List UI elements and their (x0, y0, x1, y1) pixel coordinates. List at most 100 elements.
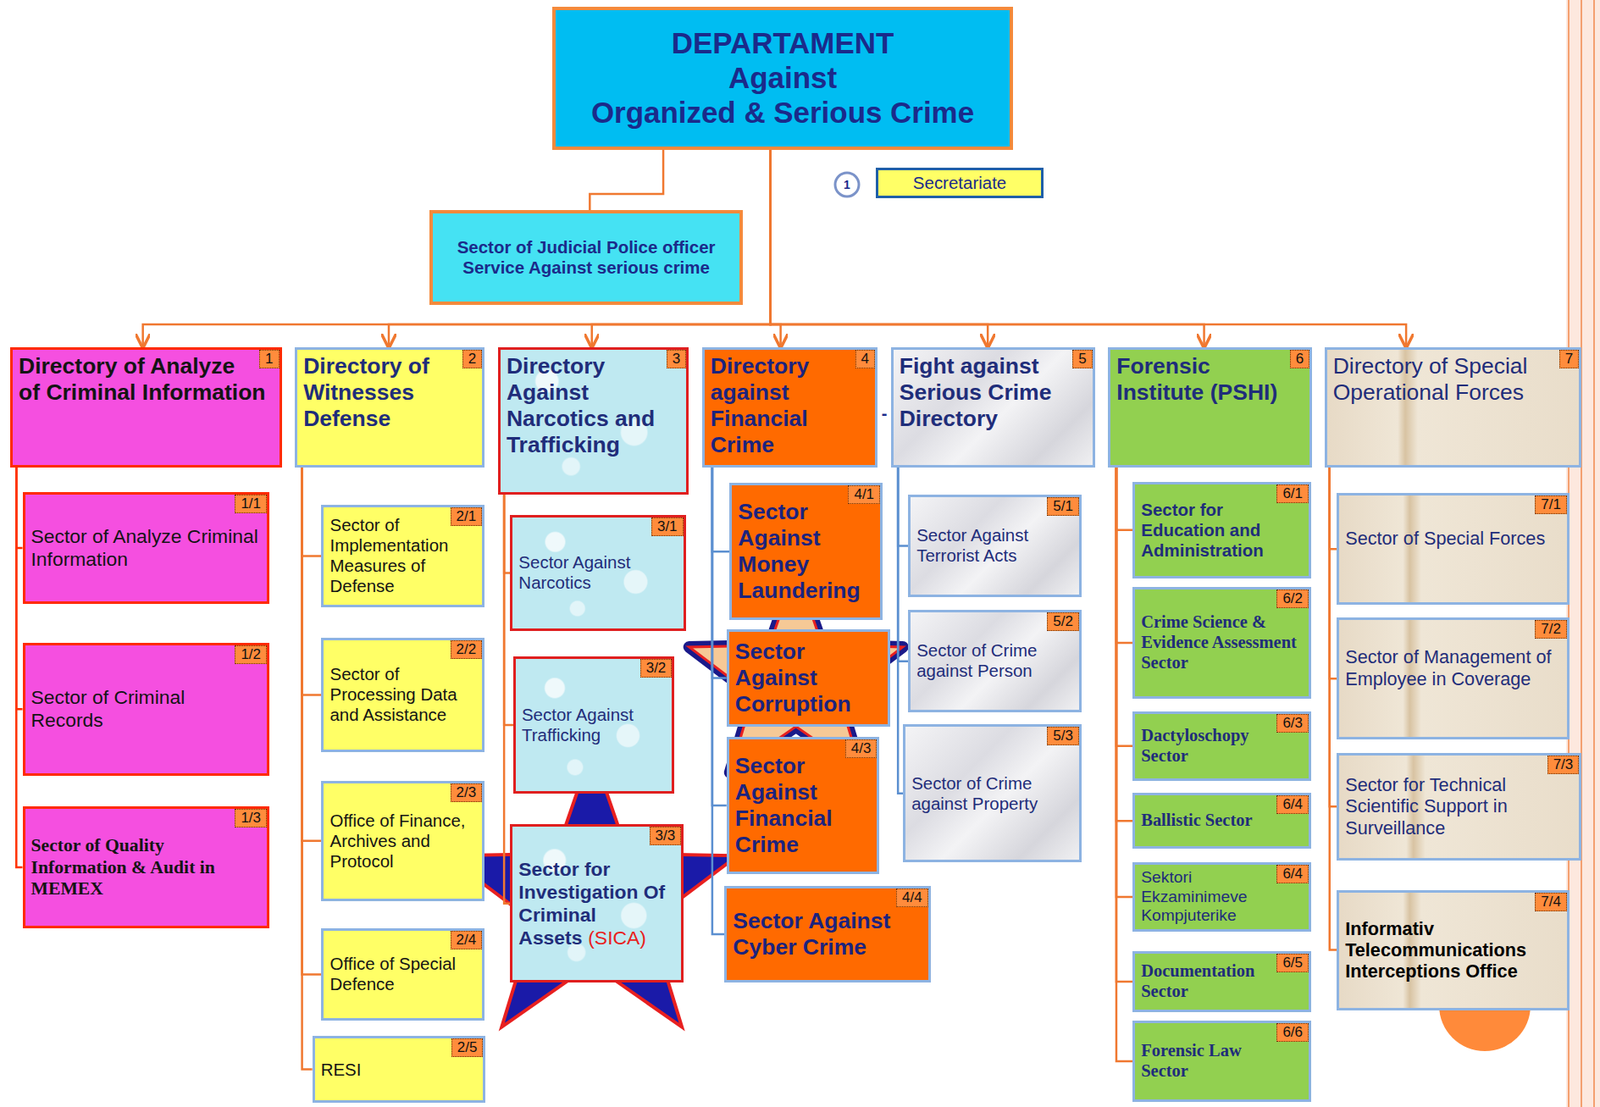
directory-box: 5Fight against Serious Crime Directory (891, 347, 1096, 468)
text-wrap: Sector of Special Forces (1345, 498, 1562, 549)
connector (770, 149, 1205, 348)
callout-number: 1/1 (234, 494, 267, 514)
callout-number: 4/1 (847, 485, 881, 504)
callout-number: 2/4 (450, 930, 483, 950)
callout-number: 2/5 (451, 1038, 484, 1058)
box-label: Office of Special Defence (329, 953, 456, 994)
sector-box: 7/1Sector of Special Forces (1336, 492, 1570, 606)
directory-box: 2Directory of Witnesses Defense (294, 347, 485, 468)
connector (1329, 465, 1337, 549)
text-wrap: Informativ Telecommunications Intercepti… (1345, 896, 1562, 983)
connector (1116, 465, 1133, 643)
text-wrap: Sector Against Money Laundering (737, 488, 875, 605)
text-wrap: Sector of Judicial Police officer Servic… (438, 216, 734, 278)
callout-circle (835, 172, 859, 197)
sector-box: 4/1Sector Against Money Laundering (729, 482, 883, 621)
callout-number: 2/2 (450, 640, 483, 659)
text-wrap: Directory of Analyze of Criminal Informa… (18, 353, 273, 406)
callout-number: 6/6 (1276, 1023, 1309, 1042)
box-label: Informativ Telecommunications Intercepti… (1345, 918, 1527, 983)
sector-box: 2/3Office of Finance, Archives and Proto… (321, 780, 485, 902)
box-label: Sector Against Trafficking (521, 704, 634, 745)
box-label: Directory Against Narcotics and Traffick… (506, 353, 655, 458)
callout-number: 1/2 (234, 645, 267, 665)
callout-number: 3/3 (649, 826, 682, 846)
sector-box: 6/4Sektori Ekzaminimeve Kompjuterike (1132, 862, 1312, 932)
box-label: (SICA) (587, 926, 647, 949)
box-label: RESI (321, 1059, 362, 1080)
callout-number: 7/4 (1534, 892, 1567, 912)
box-label: Sector of Crime against Person (916, 640, 1037, 681)
sector-box: 2/5RESI (312, 1035, 487, 1104)
sector-box: 1/3Sector of Quality Information & Audit… (22, 806, 271, 930)
callout-number: 3 (666, 349, 687, 369)
sector-box: 5/2Sector of Crime against Person (907, 609, 1082, 712)
callout-number: 5/2 (1046, 612, 1080, 632)
directory-box: 6 Forensic Institute (PSHI) (1107, 347, 1313, 468)
box-label: DEPARTAMENT Against Organized & Serious … (561, 26, 1005, 131)
callout-number: 7/1 (1534, 495, 1567, 515)
sector-box: 2/4Office of Special Defence (321, 928, 485, 1020)
text-wrap: Sector for Technical Scientific Support … (1345, 758, 1573, 839)
box-label: Sector of Implementation Measures of Def… (329, 514, 449, 596)
callout-number: 5 (1072, 349, 1092, 369)
box-label: Forensic Institute (PSHI) (1116, 353, 1278, 405)
connector (712, 465, 727, 679)
connector (770, 149, 1407, 348)
box-label: Sector Against Terrorist Acts (916, 525, 1029, 565)
box-label: Sector Against Corruption (735, 638, 852, 717)
text-wrap: Sector of Quality Information & Audit in… (31, 812, 262, 901)
connector (712, 465, 725, 935)
box-label: Crime Science & Evidence Assessment Sect… (1140, 612, 1297, 672)
connector (712, 465, 727, 806)
callout-number: 6 (1289, 349, 1310, 369)
box-label: Forensic Law Sector (1140, 1040, 1241, 1080)
sector-box: 6/3Dactyloschopy Sector (1132, 711, 1312, 781)
callout-number: 1/3 (234, 808, 267, 828)
connector (1116, 465, 1133, 1062)
callout-number: 2 (462, 349, 482, 369)
connector (1116, 465, 1133, 897)
callout-number: 7 (1559, 349, 1579, 369)
callout-number: 5/3 (1046, 726, 1080, 746)
box-label: Directory against Financial Crime (710, 353, 809, 458)
sector-box: 6/2Crime Science & Evidence Assessment S… (1132, 586, 1312, 700)
box-label: Sektori Ekzaminimeve Kompjuterike (1140, 868, 1247, 925)
connector (302, 465, 322, 696)
connector (1329, 465, 1337, 808)
box-label: Sector of Analyze Criminal Information (31, 525, 259, 571)
connector (388, 149, 771, 348)
sector-box: 4/3Sector Against Financial Crime (726, 736, 881, 875)
sector-box: 6/5 Documentation Sector (1132, 951, 1312, 1013)
text-wrap: Sector of Analyze Criminal Information (31, 498, 262, 571)
box-label: Ballistic Sector (1140, 810, 1252, 830)
box-label: Sector Against Financial Crime (735, 752, 833, 858)
callout-number: 6/3 (1276, 714, 1309, 733)
callout-number: 1 (259, 349, 279, 369)
callout-number: 7/2 (1534, 620, 1567, 639)
label-line: DEPARTAMENT (561, 26, 1005, 61)
box-label: Sector of Processing Data and Assistance (329, 664, 457, 725)
sector-box: 5/1Sector Against Terrorist Acts (907, 494, 1082, 597)
callout-number: 7/3 (1547, 755, 1580, 775)
box-label: Sector of Judicial Police officer Servic… (457, 237, 716, 277)
box-label: Sector for Education and Administration (1140, 499, 1263, 560)
connector (302, 465, 322, 842)
callout-number: 6/2 (1276, 589, 1309, 609)
text-wrap: Sector Against Corruption (735, 635, 882, 718)
box-label: Documentation Sector (1140, 961, 1255, 1001)
text-wrap: Directory against Financial Crime (710, 353, 870, 459)
side-stripe (1593, 0, 1595, 1107)
sector-box: 1/2Sector of Criminal Records (22, 642, 271, 776)
sector-box: 2/2Sector of Processing Data and Assista… (321, 637, 485, 753)
text-wrap: Sector of Criminal Records (31, 648, 262, 732)
text-wrap: Sector of Management of Employee in Cove… (1345, 623, 1562, 690)
text-wrap: Directory Against Narcotics and Traffick… (506, 353, 681, 459)
callout-number: 5/1 (1046, 497, 1080, 516)
callout-number: 1 (838, 176, 856, 194)
connector (589, 149, 664, 211)
callout-number: 6/5 (1276, 953, 1309, 973)
sector-box: Sector Against Corruption (726, 629, 891, 726)
dash-mark: - (877, 403, 892, 424)
